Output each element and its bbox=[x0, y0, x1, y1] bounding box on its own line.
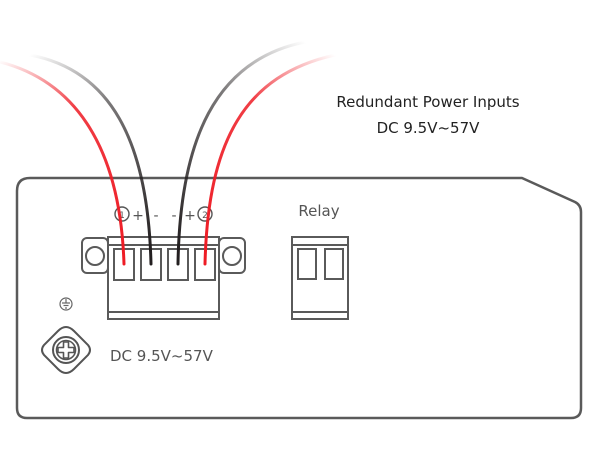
relay-terminal-block bbox=[291, 236, 349, 320]
input-2-marker bbox=[197, 206, 213, 222]
pin-label-1: + bbox=[132, 208, 144, 224]
wire-input2-negative bbox=[176, 40, 307, 266]
input-1-marker bbox=[114, 206, 130, 222]
pin-label-4: + bbox=[184, 208, 196, 224]
ground-icon bbox=[59, 297, 73, 311]
relay-slot-1 bbox=[297, 248, 317, 280]
terminal-pin-labels: 1 + - - + 2 bbox=[114, 206, 213, 224]
relay-slot-2 bbox=[324, 248, 344, 280]
wire-input1-negative bbox=[28, 53, 153, 266]
pin-label-2: - bbox=[153, 208, 158, 224]
relay-label: Relay bbox=[298, 202, 339, 220]
terminal-screw-left-icon bbox=[85, 246, 105, 266]
voltage-label: DC 9.5V~57V bbox=[110, 347, 214, 365]
wire-input1-positive bbox=[0, 60, 126, 266]
wire-input2-positive bbox=[203, 53, 337, 266]
input-1-number: 1 bbox=[119, 211, 125, 221]
device-chassis bbox=[15, 176, 583, 420]
terminal-screw-right-icon bbox=[222, 246, 242, 266]
title-line-1: Redundant Power Inputs bbox=[336, 93, 519, 111]
power-terminal-block bbox=[81, 236, 246, 320]
pin-label-3: - bbox=[171, 208, 176, 224]
grounding-screw-icon bbox=[41, 325, 91, 375]
title-line-2: DC 9.5V~57V bbox=[377, 119, 481, 137]
input-2-number: 2 bbox=[202, 211, 208, 221]
